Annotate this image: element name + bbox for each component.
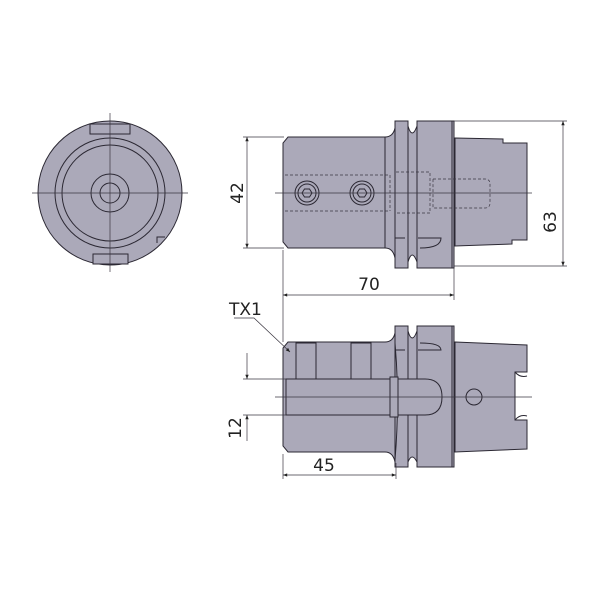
callout-tx1: TX1 — [228, 300, 291, 353]
dimension-63: 63 — [454, 120, 567, 267]
dimension-70-label: 70 — [358, 275, 380, 295]
side-view-top — [275, 120, 532, 269]
dimension-45-label: 45 — [313, 456, 335, 476]
end-view — [32, 113, 188, 272]
dimension-12-label: 12 — [226, 417, 246, 439]
dimension-70: 70 — [282, 250, 455, 300]
side-view-bottom — [275, 325, 532, 468]
callout-tx1-label: TX1 — [228, 300, 262, 320]
dimension-45: 45 — [282, 454, 397, 479]
dimension-42: 42 — [228, 136, 284, 249]
dimension-63-label: 63 — [541, 211, 561, 233]
dimension-42-label: 42 — [228, 182, 248, 204]
dimension-12: 12 — [226, 353, 286, 441]
